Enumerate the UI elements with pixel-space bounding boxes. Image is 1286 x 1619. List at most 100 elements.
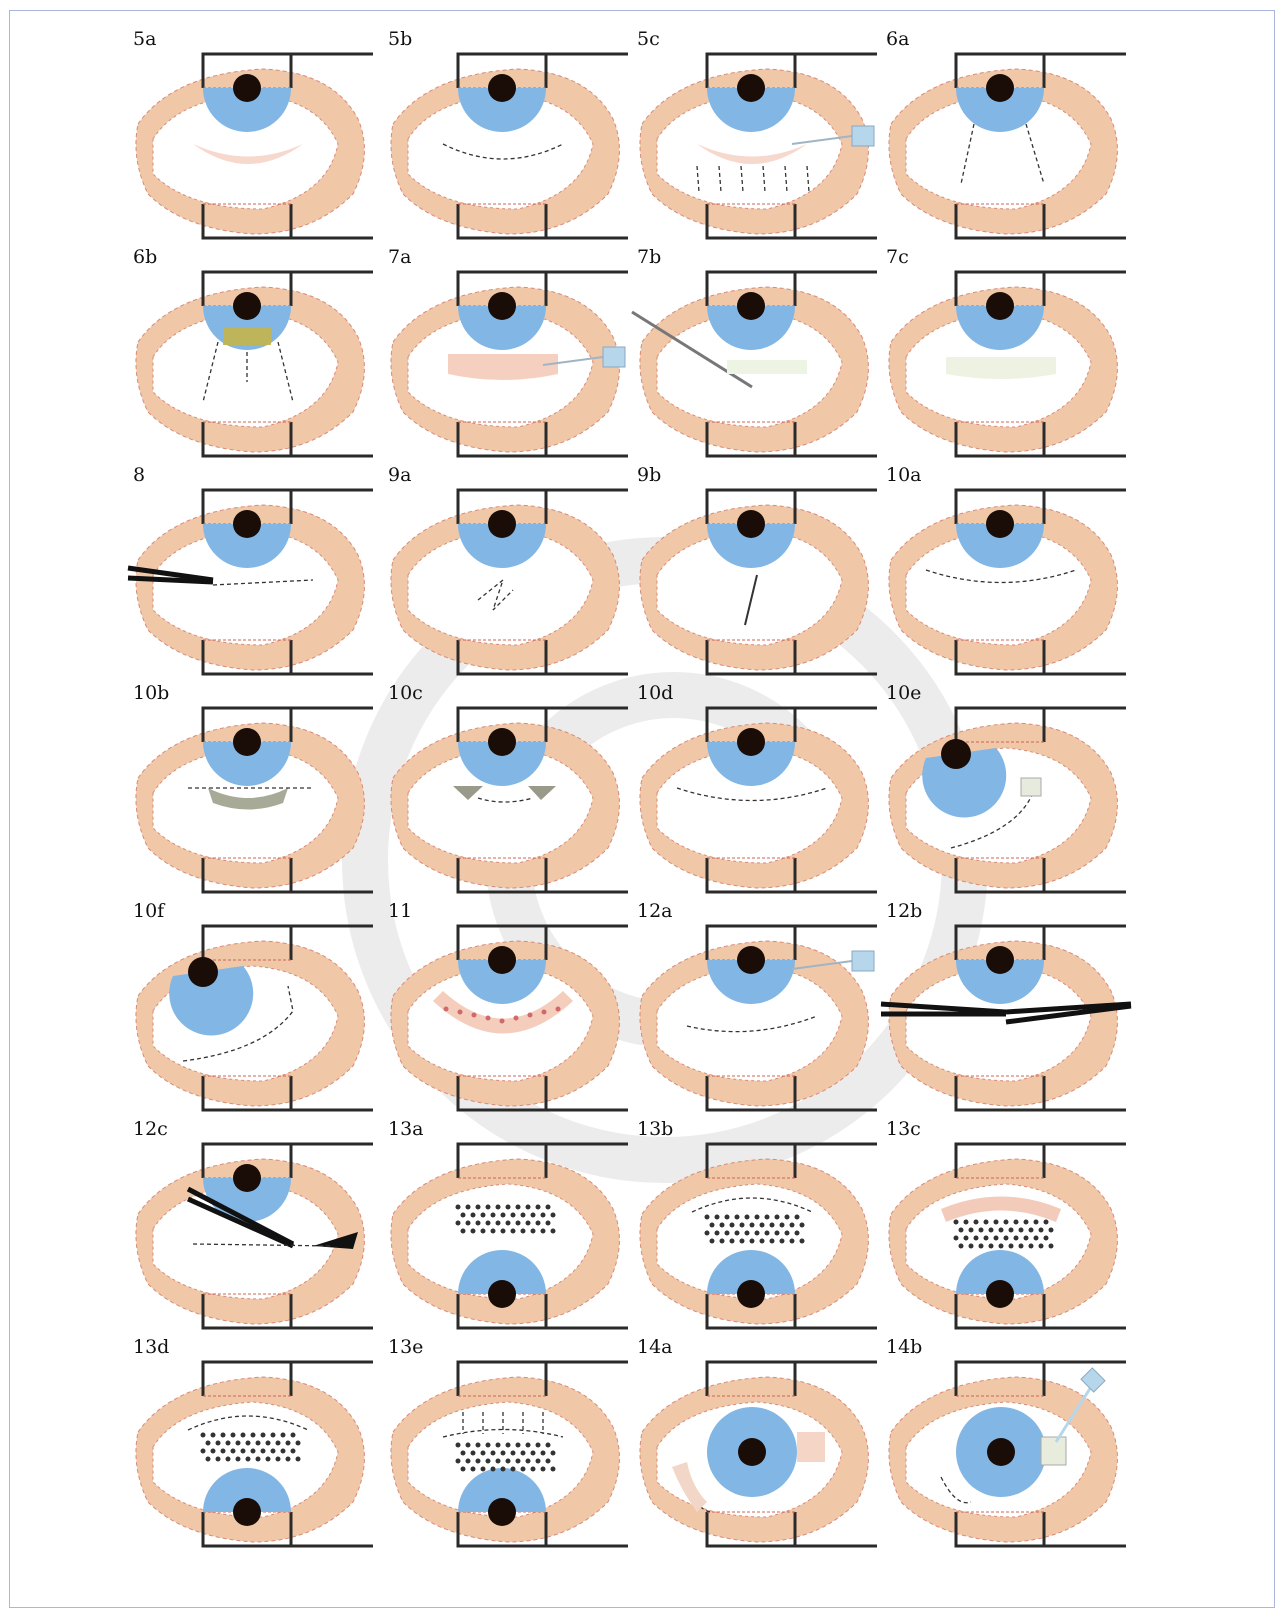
mesh-dot-24 — [496, 1459, 501, 1464]
mesh-dot-9 — [795, 1215, 800, 1220]
mesh-dot-33 — [740, 1239, 745, 1244]
panel-10b: 10b — [133, 684, 383, 906]
panel-10a: 10a — [886, 466, 1136, 688]
mesh-dot-12 — [226, 1441, 231, 1446]
mesh-dot-27 — [526, 1459, 531, 1464]
mesh-dot-4 — [496, 1205, 501, 1210]
mesh-dot-16 — [1019, 1228, 1024, 1233]
mesh-dot-9 — [546, 1443, 551, 1448]
mesh-dot-30 — [710, 1239, 715, 1244]
mesh-dot-18 — [790, 1223, 795, 1228]
mesh-dot-10 — [206, 1441, 211, 1446]
graft-band — [448, 354, 558, 380]
mesh-dot-16 — [266, 1441, 271, 1446]
eye-illustration — [637, 480, 887, 686]
eye-illustration — [388, 262, 638, 468]
mesh-dot-0 — [954, 1220, 959, 1225]
mesh-dot-39 — [800, 1239, 805, 1244]
mesh-dot-12 — [481, 1213, 486, 1218]
mesh-dot-17 — [1029, 1228, 1034, 1233]
mesh-dot-3 — [486, 1205, 491, 1210]
mesh-dot-14 — [501, 1451, 506, 1456]
mesh-dot-28 — [536, 1221, 541, 1226]
mesh-dot-13 — [989, 1228, 994, 1233]
pupil — [488, 1280, 516, 1308]
mesh-dot-5 — [1004, 1220, 1009, 1225]
pupil — [737, 74, 765, 102]
mesh-dot-30 — [461, 1229, 466, 1234]
panel-13b: 13b — [637, 1120, 887, 1342]
panel-8: 8 — [133, 466, 383, 688]
mesh-dot-16 — [770, 1223, 775, 1228]
mesh-dot-23 — [984, 1236, 989, 1241]
suture-dot-4 — [500, 1019, 505, 1024]
mesh-dot-3 — [231, 1433, 236, 1438]
pupil — [986, 946, 1014, 974]
pupil — [737, 1280, 765, 1308]
mesh-dot-18 — [541, 1213, 546, 1218]
mesh-dot-17 — [276, 1441, 281, 1446]
mesh-dot-36 — [521, 1229, 526, 1234]
suture-dot-6 — [528, 1013, 533, 1018]
mesh-dot-10 — [461, 1451, 466, 1456]
mesh-dot-23 — [486, 1459, 491, 1464]
mesh-dot-18 — [286, 1441, 291, 1446]
mesh-dot-25 — [1004, 1236, 1009, 1241]
mesh-dot-3 — [735, 1215, 740, 1220]
eye-illustration — [388, 480, 638, 686]
graft-piece — [1021, 778, 1041, 796]
suture-dot-0 — [444, 1007, 449, 1012]
mesh-dot-7 — [1024, 1220, 1029, 1225]
eye-illustration — [886, 916, 1136, 1122]
graft-band — [946, 357, 1056, 379]
mesh-dot-36 — [266, 1457, 271, 1462]
mesh-dot-36 — [770, 1239, 775, 1244]
suture-dot-1 — [458, 1010, 463, 1015]
mesh-dot-2 — [476, 1443, 481, 1448]
pupil — [737, 728, 765, 756]
pupil — [488, 1498, 516, 1526]
mesh-dot-12 — [730, 1223, 735, 1228]
mesh-dot-24 — [994, 1236, 999, 1241]
eye-illustration — [886, 698, 1136, 904]
mesh-dot-11 — [969, 1228, 974, 1233]
mesh-dot-17 — [531, 1213, 536, 1218]
panel-7a: 7a — [388, 248, 638, 470]
mesh-dot-20 — [201, 1449, 206, 1454]
pupil — [233, 74, 261, 102]
mesh-dot-29 — [546, 1221, 551, 1226]
mesh-dot-5 — [506, 1443, 511, 1448]
mesh-dot-9 — [1044, 1220, 1049, 1225]
mesh-dot-24 — [745, 1231, 750, 1236]
pupil — [233, 510, 261, 538]
panel-9b: 9b — [637, 466, 887, 688]
mesh-dot-32 — [730, 1239, 735, 1244]
panel-13e: 13e — [388, 1338, 638, 1560]
eye-illustration — [133, 698, 383, 904]
eye-illustration — [637, 916, 887, 1122]
panel-5c: 5c — [637, 30, 887, 252]
mesh-dot-14 — [750, 1223, 755, 1228]
eye-illustration — [886, 1352, 1136, 1558]
panel-6b: 6b — [133, 248, 383, 470]
mesh-dot-35 — [511, 1229, 516, 1234]
mesh-dot-11 — [216, 1441, 221, 1446]
graft-piece — [797, 1432, 825, 1462]
mesh-dot-17 — [780, 1223, 785, 1228]
mesh-dot-10 — [710, 1223, 715, 1228]
mesh-dot-24 — [496, 1221, 501, 1226]
mesh-dot-8 — [536, 1443, 541, 1448]
mesh-dot-8 — [536, 1205, 541, 1210]
mesh-dot-30 — [461, 1467, 466, 1472]
mesh-dot-3 — [486, 1443, 491, 1448]
mesh-dot-22 — [221, 1449, 226, 1454]
panel-12c: 12c — [133, 1120, 383, 1342]
eye-illustration — [886, 480, 1136, 686]
mesh-dot-35 — [256, 1457, 261, 1462]
mesh-dot-21 — [211, 1449, 216, 1454]
mesh-dot-34 — [999, 1244, 1004, 1249]
pupil — [488, 510, 516, 538]
eye-illustration — [388, 1134, 638, 1340]
eye-illustration — [637, 698, 887, 904]
